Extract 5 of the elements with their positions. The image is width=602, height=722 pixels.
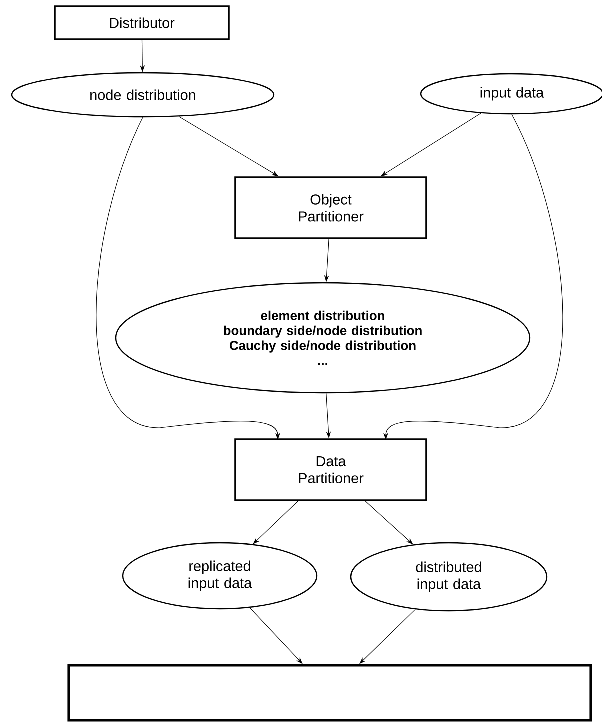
arrow [253,501,298,544]
program-box [68,664,592,722]
process-box: Distributor [54,6,230,40]
process-box: Object Partitioner [234,176,428,240]
process-box: Data Partitioner [234,438,428,502]
